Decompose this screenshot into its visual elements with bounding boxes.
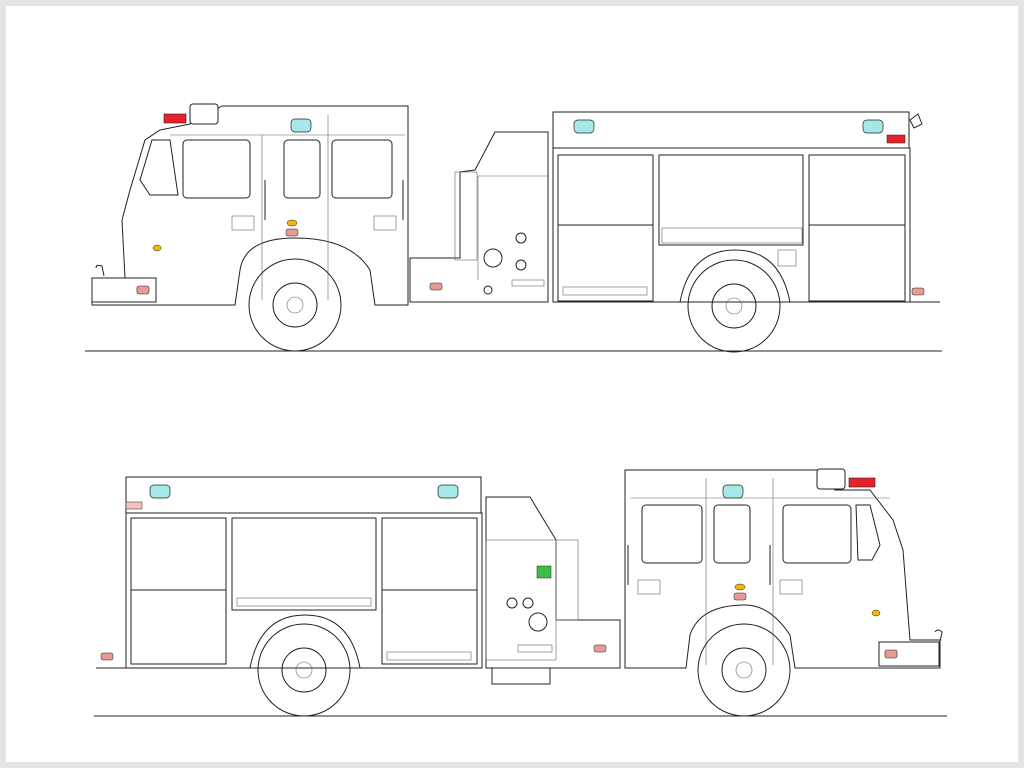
front-wheel xyxy=(248,258,342,352)
driver-side-view xyxy=(85,103,942,353)
drawing-sheet xyxy=(6,6,1018,762)
window-cyan-body-d xyxy=(437,484,459,499)
warning-light-front xyxy=(163,113,187,124)
window-cyan-body-b xyxy=(862,119,884,134)
front-reflector-2 xyxy=(884,649,898,659)
window-cyan-cab xyxy=(290,118,312,133)
pump-house xyxy=(409,131,549,303)
officer-side-view xyxy=(94,468,947,717)
amber-marker-cab-2 xyxy=(734,583,746,591)
rear-wheel-2 xyxy=(249,614,361,717)
amber-marker-cab xyxy=(286,219,298,227)
cab-front-window-2 xyxy=(782,504,852,564)
cab-body-2 xyxy=(624,469,941,669)
cab-rear-window-a xyxy=(283,139,321,199)
cab-rear-window-c xyxy=(641,504,703,564)
cab-body xyxy=(91,105,409,306)
window-cyan-body-a xyxy=(573,119,595,134)
pump-house-2 xyxy=(485,496,621,669)
cab-front-window xyxy=(182,139,251,199)
warning-light-front-2 xyxy=(848,477,876,488)
front-wheel-2 xyxy=(697,623,791,717)
body-compartments xyxy=(552,111,940,303)
cab-rear-window-d xyxy=(713,504,751,564)
window-cyan-cab-2 xyxy=(722,484,744,499)
cab-rear-window-b xyxy=(331,139,393,199)
body-compartments-2 xyxy=(96,476,483,669)
rear-wheel xyxy=(679,249,791,353)
window-cyan-body-c xyxy=(149,484,171,499)
warning-light-rear xyxy=(886,134,906,144)
green-gauge xyxy=(536,565,552,579)
apparatus-drawing xyxy=(85,103,947,717)
front-reflector xyxy=(136,285,150,295)
